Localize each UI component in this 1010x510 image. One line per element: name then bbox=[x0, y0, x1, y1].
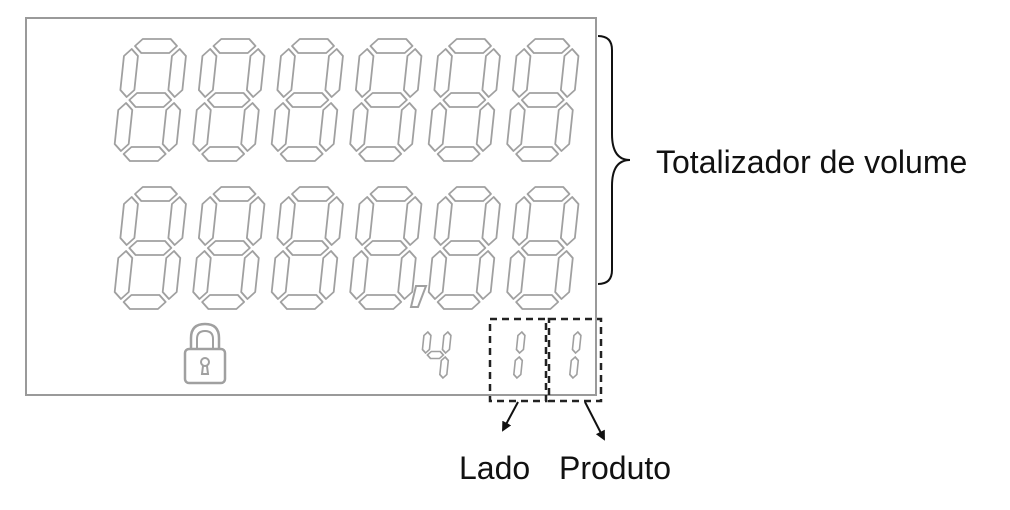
seven-segment-digit bbox=[506, 38, 580, 162]
decimal-comma-segment bbox=[409, 285, 428, 308]
seven-segment-digit bbox=[427, 38, 501, 162]
product-arrow bbox=[584, 401, 605, 441]
seven-segment-digit bbox=[349, 186, 423, 310]
lock-icon bbox=[183, 322, 227, 385]
status-digit-small bbox=[421, 330, 452, 380]
seven-segment-digit bbox=[192, 38, 266, 162]
seven-segment-digit bbox=[349, 38, 423, 162]
status-digits bbox=[421, 330, 582, 380]
seven-segment-digit bbox=[270, 38, 344, 162]
lcd-panel-border bbox=[25, 17, 597, 396]
upper-digit-row bbox=[113, 38, 580, 162]
totalizer-brace bbox=[597, 35, 631, 285]
seven-segment-digit bbox=[113, 38, 187, 162]
volume-totalizer-label: Totalizador de volume bbox=[656, 144, 968, 180]
side-digit-highlight-box bbox=[488, 317, 548, 403]
seven-segment-digit bbox=[192, 186, 266, 310]
product-digit-highlight-box bbox=[547, 317, 603, 403]
seven-segment-digit bbox=[270, 186, 344, 310]
seven-segment-digit bbox=[113, 186, 187, 310]
seven-segment-digit bbox=[427, 186, 501, 310]
side-label: Lado bbox=[459, 450, 531, 486]
side-digit bbox=[512, 330, 526, 380]
product-label: Produto bbox=[559, 450, 672, 486]
seven-segment-digit bbox=[506, 186, 580, 310]
side-arrow bbox=[502, 401, 519, 432]
product-digit bbox=[568, 330, 582, 380]
lower-digit-row bbox=[113, 186, 580, 310]
